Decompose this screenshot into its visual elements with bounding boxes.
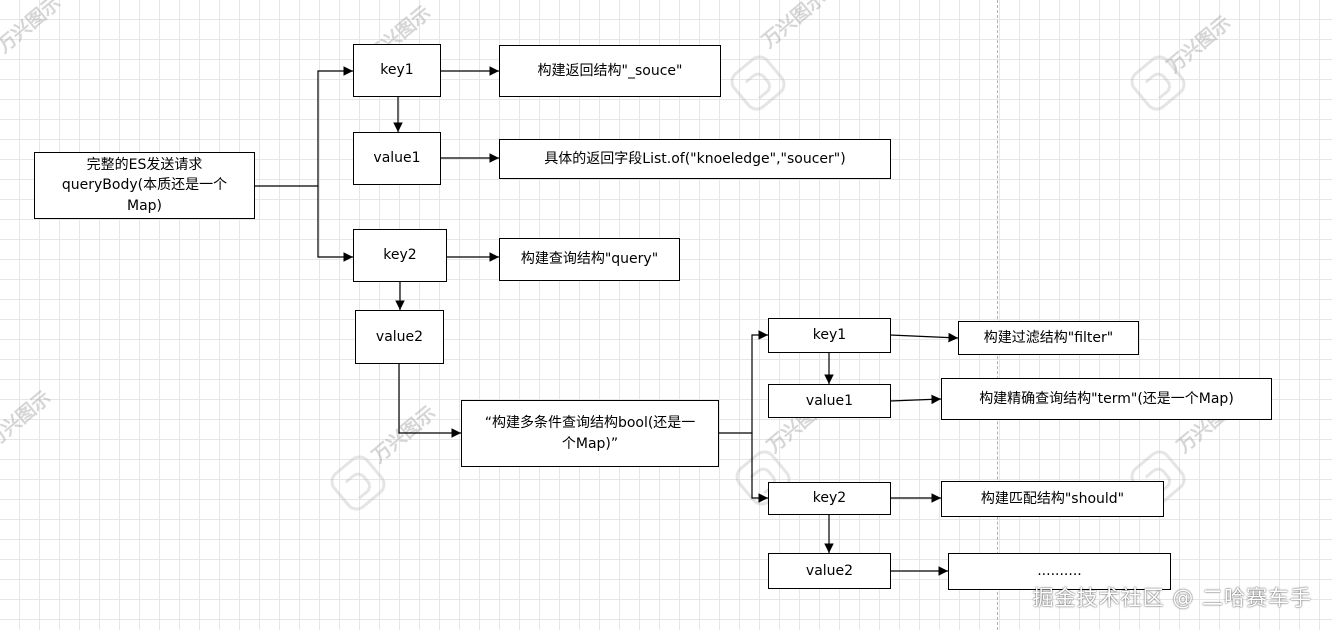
node-label: 构建返回结构"_souce" <box>537 62 683 79</box>
node-label: value2 <box>805 562 854 579</box>
node-root-request: 完整的ES发送请求 queryBody(本质还是一个 Map) <box>34 152 255 219</box>
node-query-struct: 构建查询结构"query" <box>499 238 680 281</box>
node-label: .......... <box>1037 563 1082 580</box>
node-should-struct: 构建匹配结构"should" <box>941 481 1164 517</box>
edge-subkey1-filter <box>889 332 959 343</box>
node-text-line: “构建多条件查询结构bool(还是一 <box>484 415 696 432</box>
node-sub-key1: key1 <box>768 318 891 353</box>
edge-root-key2 <box>317 186 353 262</box>
node-label: 构建匹配结构"should" <box>980 490 1125 507</box>
node-text-line: 完整的ES发送请求 <box>86 157 203 174</box>
edge-bool-subkey1 <box>718 330 768 434</box>
node-label: 具体的返回字段List.of("knoeledge","soucer") <box>544 150 846 167</box>
node-fields-list: 具体的返回字段List.of("knoeledge","soucer") <box>499 139 891 179</box>
node-text-line: Map) <box>126 197 162 214</box>
edge-root-key1 <box>254 66 353 187</box>
node-sub-value2: value2 <box>768 553 891 589</box>
node-label: key1 <box>380 62 414 79</box>
node-label: value2 <box>375 328 424 345</box>
node-filter-struct: 构建过滤结构"filter" <box>958 321 1139 355</box>
node-label: key2 <box>383 247 417 264</box>
node-value2: value2 <box>355 310 444 364</box>
node-sub-key2: key2 <box>768 482 891 515</box>
node-text-line: 个Map)” <box>561 435 619 452</box>
node-sub-value1: value1 <box>768 384 891 418</box>
node-label: value1 <box>805 392 854 409</box>
node-key1: key1 <box>353 44 441 97</box>
node-term-struct: 构建精确查询结构"term"(还是一个Map) <box>941 378 1272 420</box>
node-label: key1 <box>812 327 847 344</box>
edge-value2-bool <box>398 363 461 438</box>
node-key2: key2 <box>353 229 447 282</box>
node-label: 构建查询结构"query" <box>520 251 659 268</box>
node-label: 构建过滤结构"filter" <box>983 329 1114 346</box>
edge-subvalue1-term <box>889 394 942 405</box>
node-ellipsis: .......... <box>948 553 1171 590</box>
node-bool-struct: “构建多条件查询结构bool(还是一 个Map)” <box>461 400 719 467</box>
node-text-line: queryBody(本质还是一个 <box>61 177 228 194</box>
node-value1: value1 <box>353 132 441 185</box>
node-source-struct: 构建返回结构"_souce" <box>499 45 721 97</box>
node-label: key2 <box>812 490 847 507</box>
dashed-divider <box>997 0 998 630</box>
edge-bool-subkey2 <box>751 433 768 503</box>
node-label: 构建精确查询结构"term"(还是一个Map) <box>979 390 1234 407</box>
node-label: value1 <box>373 150 421 167</box>
footer-watermark: 掘金技术社区 @ 二哈赛车手 <box>1032 586 1312 610</box>
